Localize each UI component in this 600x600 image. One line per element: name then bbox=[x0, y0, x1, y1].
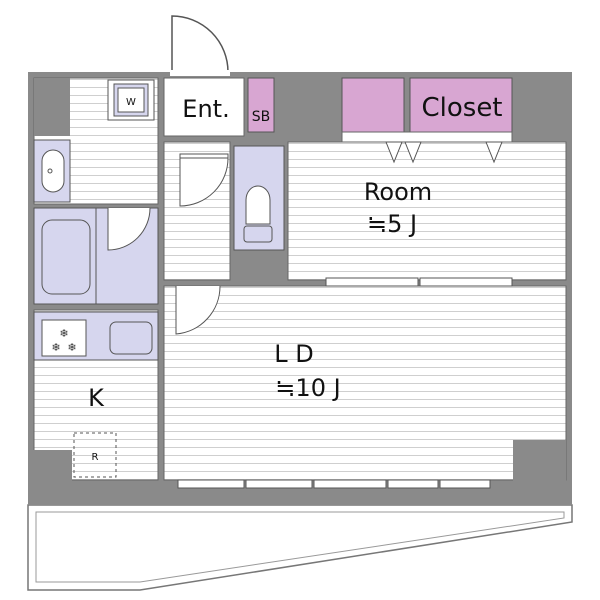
room-floor bbox=[287, 141, 567, 281]
balcony bbox=[27, 504, 573, 591]
fridge-label: R bbox=[92, 452, 99, 463]
room-window-1 bbox=[325, 277, 419, 287]
wash-basin-bowl bbox=[41, 149, 65, 193]
bathroom-door bbox=[107, 207, 151, 251]
snowflake-icon: ❄ bbox=[67, 341, 76, 354]
ld-size-label: ≒10 J bbox=[275, 374, 340, 402]
wash-basin-drain bbox=[47, 168, 53, 174]
closet-label: Closet bbox=[421, 93, 502, 123]
room-window-2 bbox=[419, 277, 513, 287]
kitchen-label: K bbox=[88, 384, 105, 412]
closet-door-2 bbox=[404, 141, 422, 164]
ld-window-1 bbox=[177, 479, 245, 489]
entrance-floor bbox=[163, 77, 245, 137]
toilet-tank bbox=[243, 225, 273, 243]
closet-rail bbox=[341, 131, 513, 143]
hall-door-frame bbox=[179, 153, 229, 159]
closet-right bbox=[409, 77, 513, 133]
ld-name-label: L D bbox=[274, 340, 313, 368]
entrance-door-gap bbox=[170, 70, 230, 76]
bathtub bbox=[41, 219, 91, 295]
entrance-door bbox=[171, 15, 229, 73]
ld-window-2 bbox=[245, 479, 313, 489]
toilet-bowl bbox=[245, 185, 271, 225]
fridge-space bbox=[73, 432, 117, 478]
snowflake-icon: ❄ bbox=[51, 341, 60, 354]
balcony-inner bbox=[35, 511, 565, 583]
ld-window-3 bbox=[313, 479, 387, 489]
room-name-label: Room bbox=[364, 178, 432, 206]
washer-label: W bbox=[126, 97, 136, 108]
closet-door-1 bbox=[385, 141, 403, 164]
shoe-box-label: SB bbox=[252, 109, 271, 125]
ld-window-5 bbox=[439, 479, 491, 489]
shoe-box bbox=[247, 77, 275, 133]
ld-window-4 bbox=[387, 479, 439, 489]
ld-corner-pillar bbox=[513, 440, 566, 485]
room-size-label: ≒5 J bbox=[367, 210, 417, 238]
ld-floor bbox=[163, 285, 567, 481]
washroom-notch bbox=[34, 78, 70, 136]
kitchen-notch bbox=[28, 450, 72, 505]
snowflake-icon: ❄ bbox=[59, 327, 68, 340]
entrance-label: Ent. bbox=[182, 95, 229, 123]
ld-door bbox=[175, 285, 221, 335]
kitchen-sink bbox=[109, 321, 153, 355]
washer-inner bbox=[117, 87, 145, 113]
stove bbox=[41, 319, 87, 357]
hall-door bbox=[179, 157, 229, 207]
closet-door-3 bbox=[485, 141, 503, 164]
closet-left bbox=[341, 77, 405, 133]
